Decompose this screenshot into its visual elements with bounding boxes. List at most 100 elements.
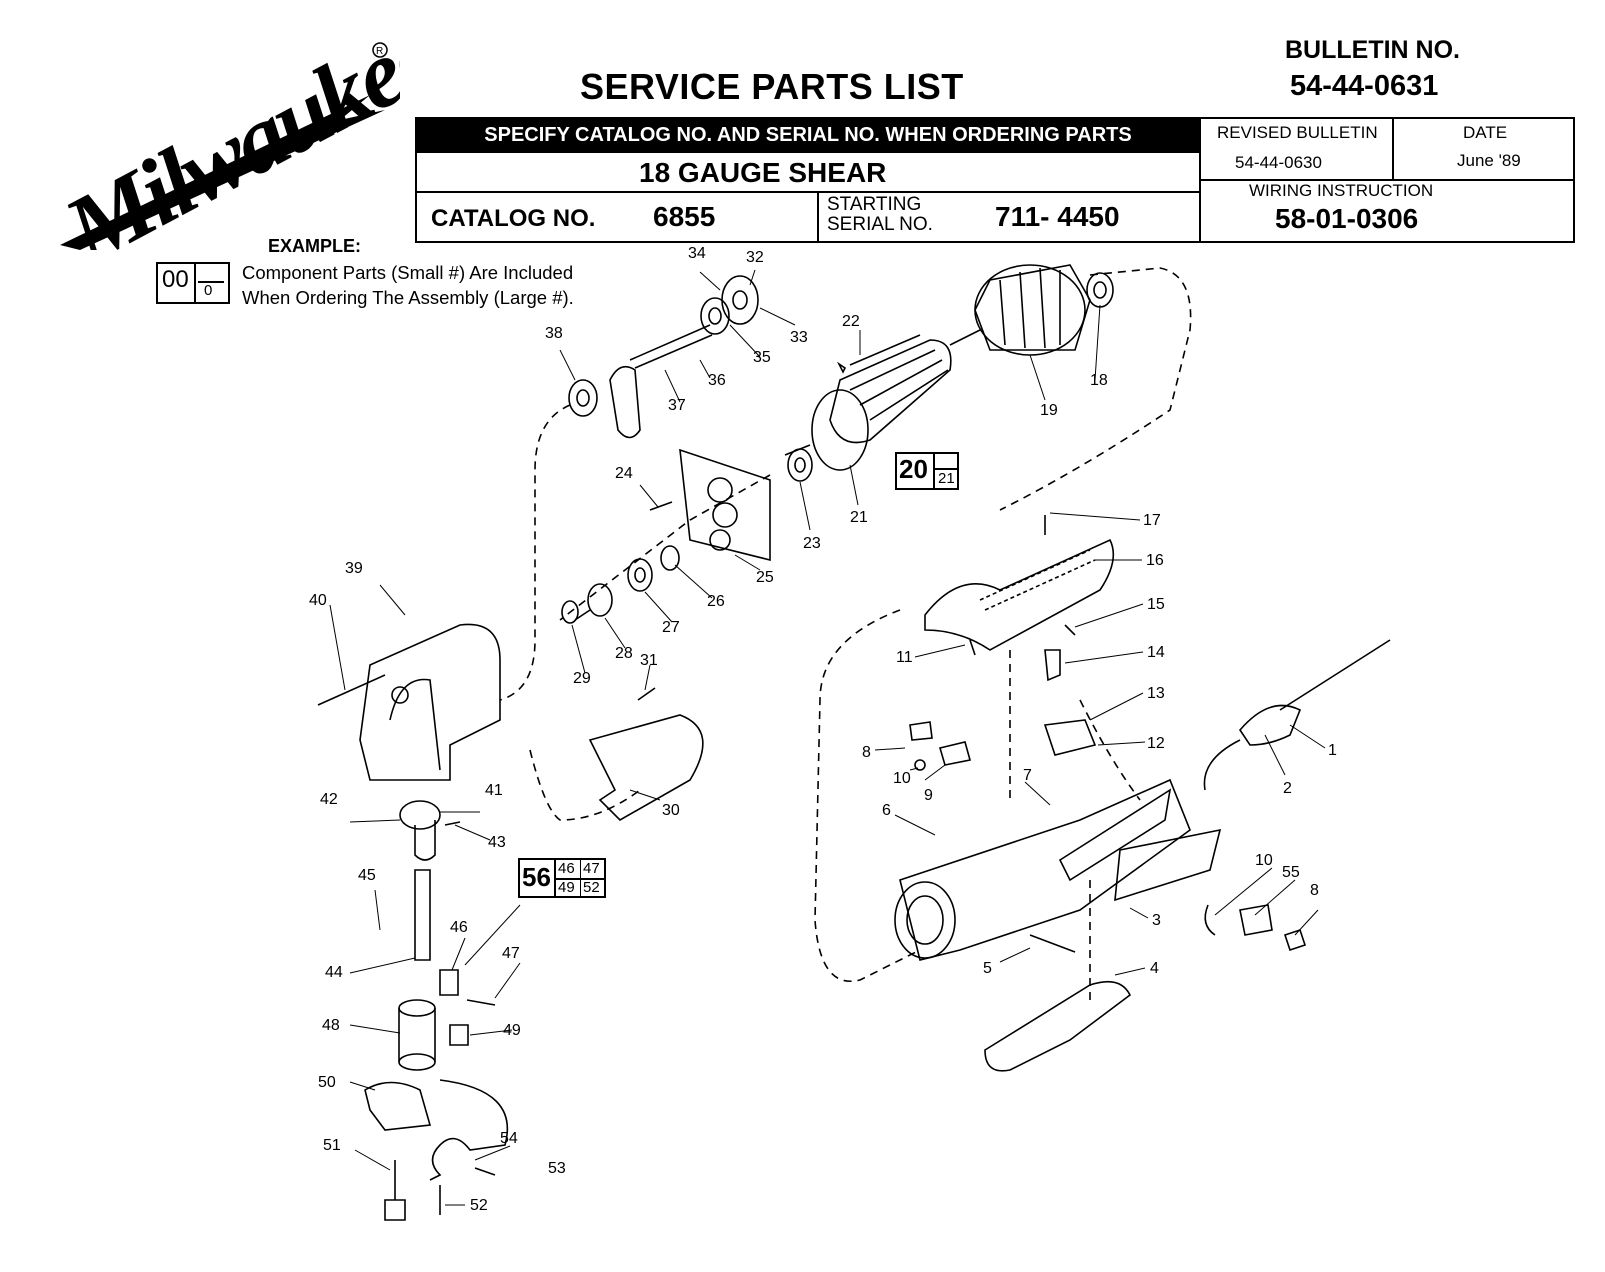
spring — [1204, 904, 1216, 936]
vents — [979, 549, 1096, 611]
part-label-11: 11 — [896, 649, 913, 666]
assembly-path — [529, 749, 641, 821]
side-panel — [1058, 788, 1172, 882]
catalog-label: CATALOG NO. — [431, 205, 596, 232]
armature — [784, 329, 981, 471]
serial-number: 711- 4450 — [995, 201, 1120, 232]
part-label-15: 15 — [1147, 596, 1165, 613]
screw — [637, 687, 656, 701]
part-label-45: 45 — [358, 867, 376, 884]
lower-blade — [364, 1081, 432, 1131]
screw — [474, 1167, 496, 1176]
part-label-26: 26 — [707, 593, 725, 610]
cutter-holder — [399, 800, 441, 861]
shaft — [629, 324, 713, 369]
product-name: 18 GAUGE SHEAR — [417, 151, 1199, 191]
part-label-38: 38 — [545, 325, 563, 342]
gear-housing — [359, 623, 501, 781]
bearing — [660, 545, 680, 571]
date-value: June '89 — [1457, 151, 1521, 170]
block — [449, 1024, 469, 1046]
part-label-51: 51 — [323, 1137, 341, 1154]
part-label-17: 17 — [1143, 512, 1161, 529]
starting-serial-label: STARTING SERIAL NO. — [827, 195, 933, 235]
part-label-10: 10 — [893, 770, 911, 787]
part-label-33: 33 — [790, 329, 808, 346]
assembly-path — [999, 267, 1192, 511]
part-label-52: 52 — [470, 1197, 488, 1214]
divider — [817, 191, 819, 241]
gear — [721, 275, 759, 325]
example-label: EXAMPLE: — [268, 236, 362, 256]
nameplate — [1114, 828, 1222, 902]
part-label-36: 36 — [708, 372, 726, 389]
milwaukee-logo-mark: Milwaukee R — [47, 0, 455, 285]
starting-label-line1: STARTING — [827, 194, 922, 215]
part-label-30: 30 — [662, 802, 680, 819]
part-label-31: 31 — [640, 652, 658, 669]
divider — [554, 860, 556, 896]
part-label-44: 44 — [325, 964, 343, 981]
part-label-53: 53 — [548, 1160, 566, 1177]
part-label-9: 9 — [924, 787, 933, 804]
part-label-49: 49 — [503, 1022, 521, 1039]
cord — [1279, 639, 1391, 711]
lower-guide — [429, 1079, 509, 1181]
part-label-1: 1 — [1328, 742, 1337, 759]
divider — [1199, 179, 1575, 181]
part-label-21: 21 — [850, 509, 868, 526]
handle-cover — [924, 538, 1115, 651]
part-label-22: 22 — [842, 313, 860, 330]
header-table: SPECIFY CATALOG NO. AND SERIAL NO. WHEN … — [415, 117, 1575, 243]
part-label-34: 34 — [688, 245, 706, 262]
link — [414, 869, 431, 961]
example-assembly-number: 00 — [162, 266, 189, 293]
motor-housing — [894, 778, 1191, 961]
gear — [627, 558, 653, 592]
screw — [466, 999, 496, 1006]
brush-holder — [938, 741, 972, 766]
gear-plate — [679, 448, 771, 562]
cord-guard — [1238, 704, 1302, 746]
part-label-43: 43 — [488, 834, 506, 851]
blade — [588, 714, 704, 821]
pin — [444, 821, 461, 826]
sleeve — [398, 999, 436, 1071]
switch — [1043, 719, 1097, 756]
part-label-28: 28 — [615, 645, 633, 662]
wiring-instruction-value: 58-01-0306 — [1275, 203, 1419, 234]
example-box — [156, 262, 230, 304]
part-label-42: 42 — [320, 791, 338, 808]
example-text-line2: When Ordering The Assembly (Large #). — [242, 287, 574, 308]
revised-bulletin-value: 54-44-0630 — [1235, 153, 1322, 172]
divider — [198, 281, 224, 283]
bulletin-label: BULLETIN NO. — [1285, 36, 1460, 64]
brush — [1283, 928, 1307, 952]
part-label-13: 13 — [1147, 685, 1165, 702]
block — [439, 969, 459, 996]
example-text-line1: Component Parts (Small #) Are Included — [242, 262, 574, 283]
bearing — [568, 379, 598, 417]
screw — [384, 1160, 406, 1221]
field-assembly — [974, 264, 1091, 356]
part-label-16: 16 — [1146, 552, 1164, 569]
date-label: DATE — [1463, 123, 1508, 142]
spring — [914, 759, 926, 771]
starting-label-line2: SERIAL NO. — [827, 214, 933, 235]
assembly-path — [814, 609, 921, 982]
milwaukee-logo: Milwaukee R — [40, 0, 455, 285]
screw — [969, 639, 976, 656]
part-label-3: 3 — [1152, 912, 1161, 929]
divider — [580, 860, 581, 896]
part-label-24: 24 — [615, 465, 633, 482]
bulletin-number: 54-44-0631 — [1290, 70, 1439, 102]
spindle — [574, 583, 613, 621]
brush-holder — [1239, 904, 1273, 936]
part-label-35: 35 — [753, 349, 771, 366]
part-label-50: 50 — [318, 1074, 336, 1091]
part-label-2: 2 — [1283, 780, 1292, 797]
component-number-47: 47 — [583, 860, 600, 877]
component-number-46: 46 — [558, 860, 575, 877]
foot-plate — [984, 980, 1132, 1072]
